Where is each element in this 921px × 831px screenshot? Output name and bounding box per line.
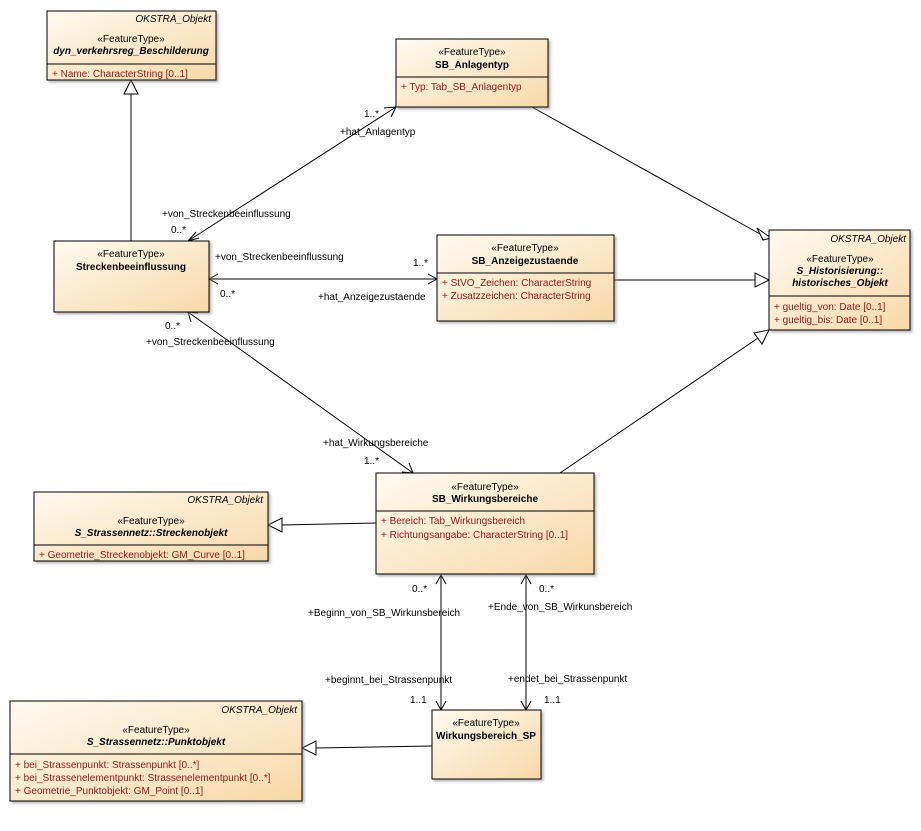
class-stereotype: «FeatureType» [117,516,185,527]
mult-streckenbee-1: 0..* [171,225,186,236]
mult-wirkungsbereiche: 1..* [364,456,379,467]
association-endet-bei-strassenpunkt[interactable] [520,573,532,712]
mult-wirk-left: 0..* [412,584,427,595]
generalization-wirk-hist[interactable] [559,329,770,474]
class-attribute: + Bereich: Tab_Wirkungsbereich [381,516,525,527]
class-attribute: + bei_Strassenpunkt: Strassenpunkt [0..*… [15,760,199,771]
class-attribute: + StVO_Zeichen: CharacterString [442,278,591,289]
role-hat-wirkungsbereiche: +hat_Wirkungsbereiche [323,438,429,449]
class-name: S_Strassennetz::Streckenobjekt [75,528,229,539]
class-historisches-objekt[interactable]: OKSTRA_Objekt «FeatureType» S_Historisie… [768,229,911,331]
role-ende-von-sb: +Ende_von_SB_Wirkunsbereich [488,602,632,613]
class-stereotype: «FeatureType» [491,243,559,254]
mult-anlagentyp-top: 1..* [364,109,379,120]
class-attribute: + bei_Strassenelementpunkt: Strassenelem… [15,773,271,784]
class-attribute: + Geometrie_Streckenobjekt: GM_Curve [0.… [39,550,245,561]
class-name: SB_Anzeigezustaende [472,256,579,267]
mult-streckenbee-3: 0..* [165,321,180,332]
association-hat-anzeigezustaende[interactable] [207,273,439,285]
class-attribute: + Zusatzzeichen: CharacterString [442,291,591,302]
class-streckenobjekt[interactable]: OKSTRA_Objekt «FeatureType» S_Strassenne… [33,491,269,562]
class-tag: OKSTRA_Objekt [135,14,212,25]
mult-wsp-left: 1..1 [410,695,427,706]
role-von-streckenbee-3: +von_Streckenbeeinflussung [146,337,275,348]
class-attribute: + gueltig_bis: Date [0..1] [774,315,882,326]
class-sb-wirkungsbereiche[interactable]: «FeatureType» SB_Wirkungsbereiche + Bere… [375,472,595,575]
class-name: SB_Wirkungsbereiche [432,494,538,505]
class-sb-anlagentyp[interactable]: «FeatureType» SB_Anlagentyp + Typ: Tab_S… [395,38,549,108]
mult-wsp-right: 1..1 [544,695,561,706]
class-dyn-verkehrsreg-beschilderung[interactable]: OKSTRA_Objekt «FeatureType» dyn_verkehrs… [46,10,217,81]
class-stereotype: «FeatureType» [452,718,520,729]
class-stereotype: «FeatureType» [451,482,519,493]
generalization-wsp-punktobjekt[interactable] [300,740,433,756]
class-stereotype: «FeatureType» [97,249,165,260]
role-von-streckenbee-2: +von_Streckenbeeinflussung [215,252,344,263]
role-endet-bei: +endet_bei_Strassenpunkt [508,674,627,685]
mult-streckenbee-2: 0..* [220,289,235,300]
class-name: Streckenbeeinflussung [76,262,186,273]
class-attribute: + Typ: Tab_SB_Anlagentyp [401,82,522,93]
generalization-streckenbee-dyn[interactable] [123,78,139,241]
class-stereotype: «FeatureType» [97,34,165,45]
mult-anzeige: 1..* [413,258,428,269]
class-attribute: + Geometrie_Punktobjekt: GM_Point [0..1] [15,786,203,797]
role-beginn-von-sb: +Beginn_von_SB_Wirkunsbereich [308,608,460,619]
class-attribute: + Name: CharacterString [0..1] [52,69,188,80]
class-name: SB_Anlagentyp [435,60,509,71]
generalization-anlagentyp-hist[interactable] [531,106,773,241]
class-name: dyn_verkehrsreg_Beschilderung [53,46,209,57]
class-attribute: + gueltig_von: Date [0..1] [774,302,886,313]
mult-wirk-right: 0..* [539,584,554,595]
class-name: S_Strassennetz::Punktobjekt [87,737,226,748]
role-hat-anzeigezustaende: +hat_Anzeigezustaende [318,292,426,303]
class-punktobjekt[interactable]: OKSTRA_Objekt «FeatureType» S_Strassenne… [9,700,303,802]
generalization-anzeige-hist[interactable] [614,272,771,288]
class-name: Wirkungsbereich_SP [436,731,536,742]
class-attribute: + Richtungsangabe: CharacterString [0..1… [381,530,568,541]
class-stereotype: «FeatureType» [438,47,506,58]
role-von-streckenbee-1: +von_Streckenbeeinflussung [162,209,291,220]
class-name: historisches_Objekt [792,278,888,289]
association-beginnt-bei-strassenpunkt[interactable] [435,573,447,712]
role-hat-anlagentyp: +hat_Anlagentyp [340,127,416,138]
class-wirkungsbereich-sp[interactable]: «FeatureType» Wirkungsbereich_SP [431,709,542,780]
generalization-wirk-streckenobjekt[interactable] [266,517,377,533]
class-streckenbeeinflussung[interactable]: «FeatureType» Streckenbeeinflussung [53,240,210,313]
class-stereotype: «FeatureType» [806,254,874,265]
class-tag: OKSTRA_Objekt [187,495,264,506]
class-name-namespace: S_Historisierung:: [797,266,884,277]
class-tag: OKSTRA_Objekt [830,234,907,245]
class-sb-anzeigezustaende[interactable]: «FeatureType» SB_Anzeigezustaende + StVO… [436,234,615,322]
role-beginnt-bei: +beginnt_bei_Strassenpunkt [325,675,452,686]
class-stereotype: «FeatureType» [122,725,190,736]
class-tag: OKSTRA_Objekt [221,705,298,716]
